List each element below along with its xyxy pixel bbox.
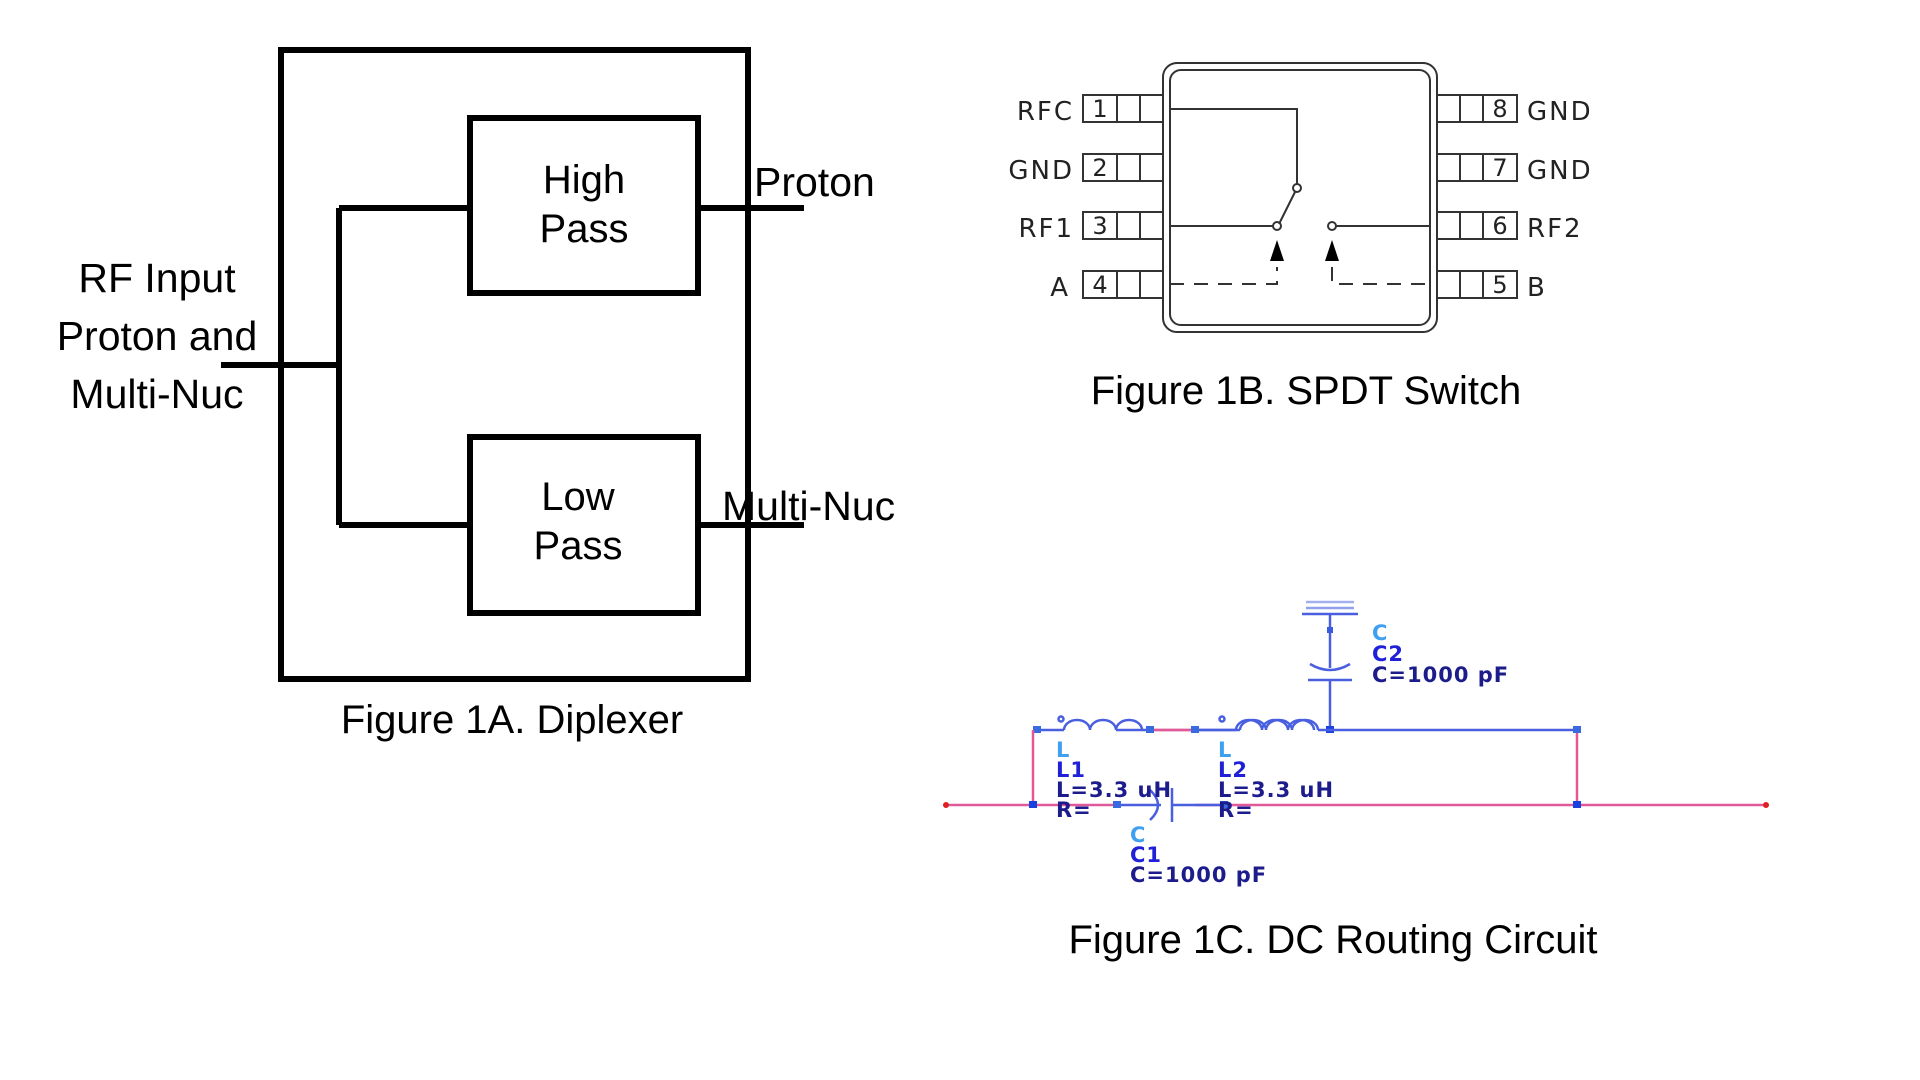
figure-1b-spdt-switch: 1 RFC 2 GND 3 RF1 4 A [1008, 62, 1593, 413]
c1-value-label: C=1000 pF [1130, 863, 1267, 887]
rf2-contact [1327, 221, 1337, 231]
high-pass-label-line1: High [543, 158, 625, 202]
high-pass-block [467, 115, 701, 296]
node-marker [1573, 801, 1581, 808]
pin-number: 5 [1492, 271, 1507, 299]
left-pin-2: 2 GND [1008, 153, 1164, 186]
ground-icon [1302, 600, 1358, 616]
input-terminal [943, 802, 949, 808]
proton-output-label: Proton [754, 159, 875, 205]
pin-number: 8 [1492, 95, 1507, 123]
rf1-contact [1272, 221, 1282, 231]
left-pin-3: 3 RF1 [1018, 211, 1164, 244]
pin-name: RF1 [1018, 214, 1074, 244]
c1-type-label: C [1130, 823, 1146, 847]
pin-name: GND [1527, 97, 1593, 127]
control-b-arrow-icon [1325, 240, 1339, 261]
l1-value-label: L=3.3 uH [1056, 778, 1172, 802]
rf-input-label-line1: RF Input [78, 255, 236, 301]
left-pin-1: 1 RFC [1017, 94, 1164, 127]
high-pass-label-line2: Pass [540, 207, 629, 251]
low-pass-label-line2: Pass [534, 524, 623, 568]
figure-1a-caption: Figure 1A. Diplexer [341, 698, 683, 742]
pin-number: 1 [1092, 95, 1107, 123]
pin-name: RF2 [1527, 214, 1583, 244]
l2-coil-full [1238, 718, 1320, 731]
right-pin-8: 8 GND [1436, 94, 1593, 127]
l1-type-label: L [1056, 738, 1070, 762]
c2-curved-plate [1309, 662, 1351, 672]
pin-name: A [1050, 273, 1070, 303]
right-pin-6: 6 RF2 [1436, 211, 1583, 244]
pin-number: 4 [1092, 271, 1107, 299]
figure-1c-dc-routing-circuit: C C2 C=1000 pF [943, 600, 1769, 962]
c2-pin-marker [1327, 627, 1333, 633]
c2-value-label: C=1000 pF [1372, 663, 1509, 687]
l2-polarity-dot [1218, 715, 1226, 723]
c2-type-label: C [1372, 621, 1388, 645]
c1-curved-plate [1149, 789, 1160, 821]
pin-name: B [1527, 273, 1547, 303]
right-pin-5: 5 B [1436, 270, 1547, 303]
right-pin-7: 7 GND [1436, 153, 1593, 186]
figure-1a-diplexer: High Pass Low Pass Proton Multi-Nuc RF I… [57, 47, 895, 742]
l1-name-label: L1 [1056, 758, 1086, 782]
pin-number: 3 [1092, 212, 1107, 240]
switch-package-outer [1162, 62, 1438, 333]
low-pass-label-line1: Low [541, 475, 614, 519]
common-contact [1292, 183, 1302, 193]
pin-number: 2 [1092, 154, 1107, 182]
pin-number: 7 [1492, 154, 1507, 182]
node-marker [1573, 726, 1581, 733]
figure-1b-caption: Figure 1B. SPDT Switch [1091, 369, 1522, 413]
c1-pin-marker [1113, 801, 1121, 808]
c1-pin-marker [1220, 801, 1228, 808]
switch-arm [1278, 191, 1296, 225]
figure-1c-caption: Figure 1C. DC Routing Circuit [1068, 918, 1597, 962]
l1-inductor-coil [1062, 718, 1144, 731]
switch-package-inner [1169, 69, 1431, 326]
control-a-arrow-icon [1270, 240, 1284, 261]
node-marker [1029, 801, 1037, 808]
c1-name-label: C1 [1130, 843, 1162, 867]
control-a-line [1170, 267, 1278, 285]
node-marker [1146, 726, 1154, 733]
multinuc-output-label: Multi-Nuc [722, 483, 895, 529]
pin-name: GND [1527, 156, 1593, 186]
control-b-line [1331, 267, 1430, 285]
node-marker [1033, 726, 1041, 733]
rf-input-label-line2: Proton and [57, 313, 258, 359]
l2-type-label: L [1218, 738, 1232, 762]
l2-resistance-label: R= [1218, 798, 1254, 822]
pin-number: 6 [1492, 212, 1507, 240]
l2-value-label: L=3.3 uH [1218, 778, 1334, 802]
l1-resistance-label: R= [1056, 798, 1092, 822]
diplexer-enclosure [278, 47, 751, 682]
l2-name-label: L2 [1218, 758, 1248, 782]
rf-input-label-line3: Multi-Nuc [70, 371, 243, 417]
l1-polarity-dot [1057, 715, 1065, 723]
output-terminal [1763, 802, 1769, 808]
c2-name-label: C2 [1372, 642, 1404, 666]
pin-name: GND [1008, 156, 1074, 186]
node-marker [1191, 726, 1199, 733]
pin-name: RFC [1017, 97, 1074, 127]
left-pin-4: 4 A [1050, 270, 1164, 303]
rfc-internal-wire [1170, 108, 1298, 185]
